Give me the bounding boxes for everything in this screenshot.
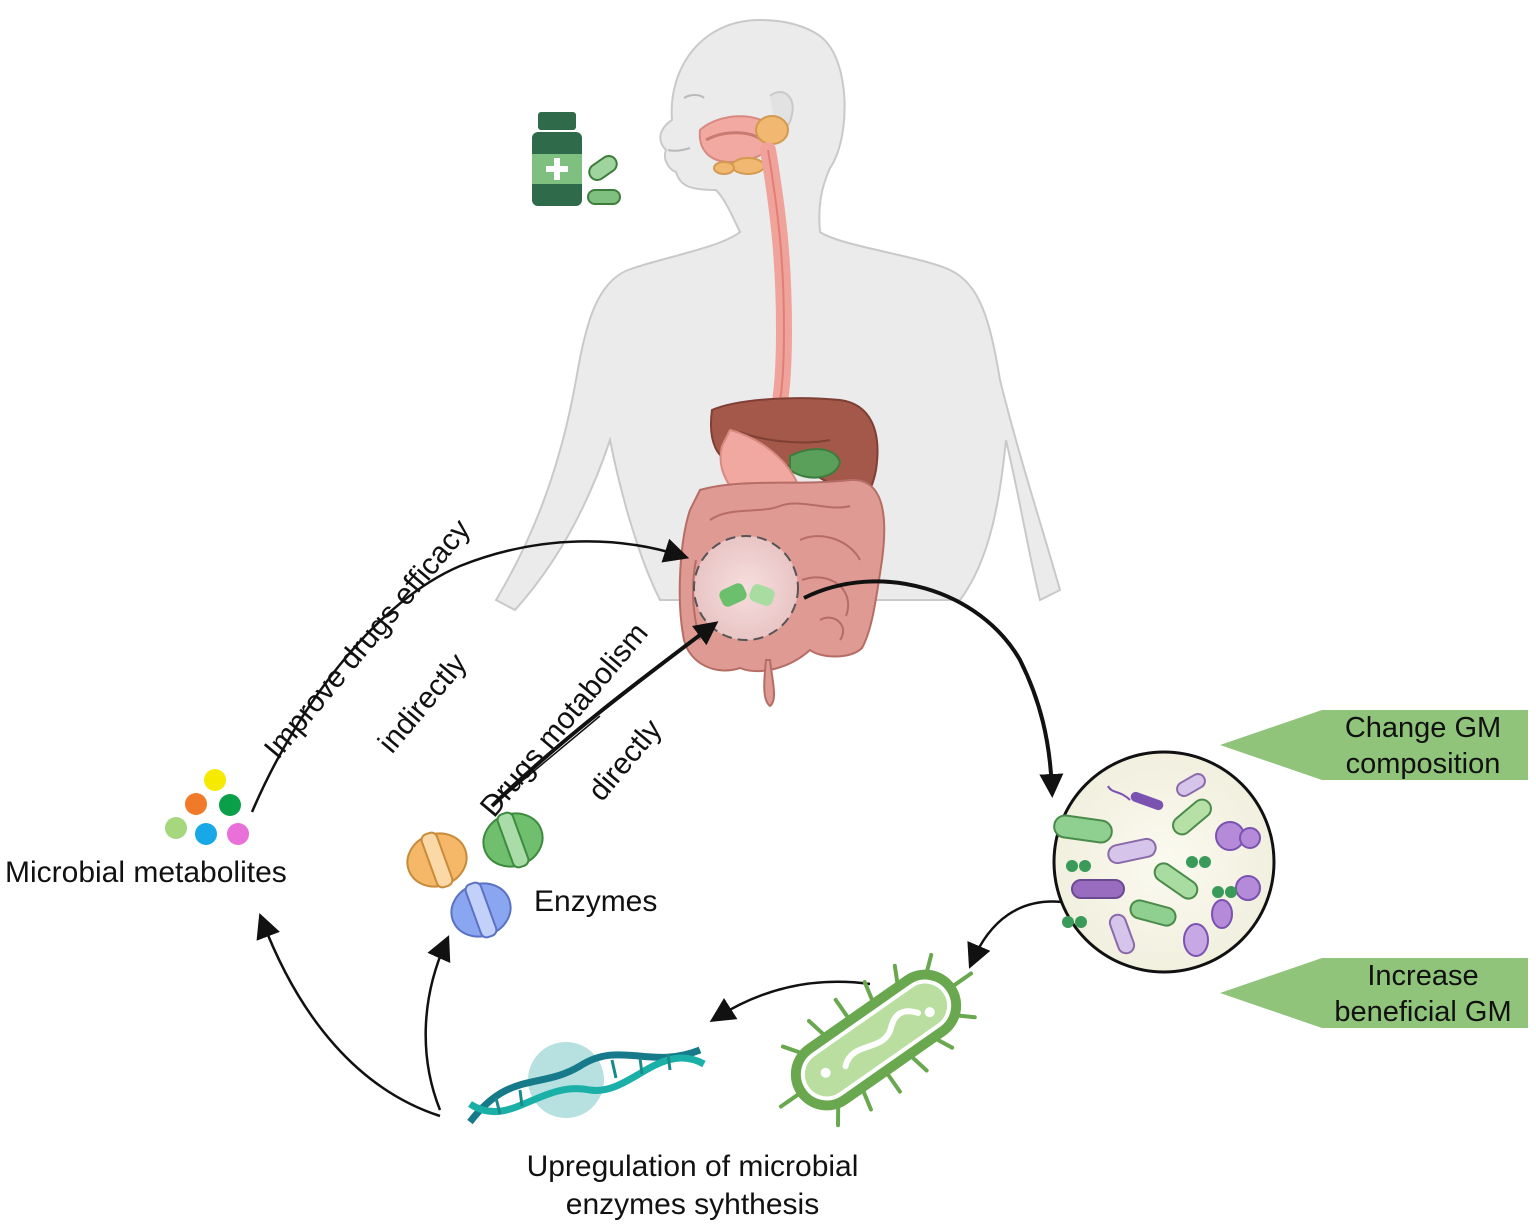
to-dna-arrow [709, 980, 871, 1023]
intestine-zoom-icon [693, 535, 799, 641]
label-microbial-metabolites: Microbial metabolites [5, 856, 287, 889]
arrows [250, 538, 1064, 1118]
banner-change-gm-text: Change GM composition [1318, 710, 1528, 782]
to-enzymes-arrow [424, 935, 451, 1111]
enzyme-icon [406, 811, 544, 939]
label-upregulation: Upregulation of microbial enzymes syhthe… [510, 1148, 875, 1224]
label-enzymes: Enzymes [534, 885, 658, 918]
label-upregulation-line2: enzymes syhthesis [565, 1188, 820, 1221]
to-bacterium-arrow [967, 900, 1063, 969]
direct-arrow [490, 621, 719, 808]
banner-change-gm-line2: composition [1345, 748, 1501, 780]
bacterium-icon [778, 952, 977, 1128]
to-metabolites-arrow [256, 912, 441, 1118]
pill-icon [719, 583, 775, 607]
banner-increase-gm-line1: Increase [1367, 960, 1479, 992]
banner-increase-gm [1220, 958, 1528, 1028]
capsule-icon [587, 154, 621, 205]
upper-digestive-icon [698, 115, 793, 428]
to-microbiome-arrow [803, 579, 1064, 798]
indirect-arrow [250, 538, 690, 813]
banner-change-gm [1220, 710, 1528, 780]
metabolite-dots-icon [165, 769, 249, 845]
microbiome-circle-icon [1052, 750, 1276, 974]
banner-increase-gm-text: Increase beneficial GM [1318, 958, 1528, 1030]
banner-change-gm-line1: Change GM [1344, 712, 1502, 744]
label-upregulation-line1: Upregulation of microbial [526, 1150, 859, 1183]
dna-helix-icon [467, 1042, 706, 1125]
medicine-bottle-icon [532, 112, 582, 206]
banner-increase-gm-line2: beneficial GM [1334, 996, 1512, 1028]
